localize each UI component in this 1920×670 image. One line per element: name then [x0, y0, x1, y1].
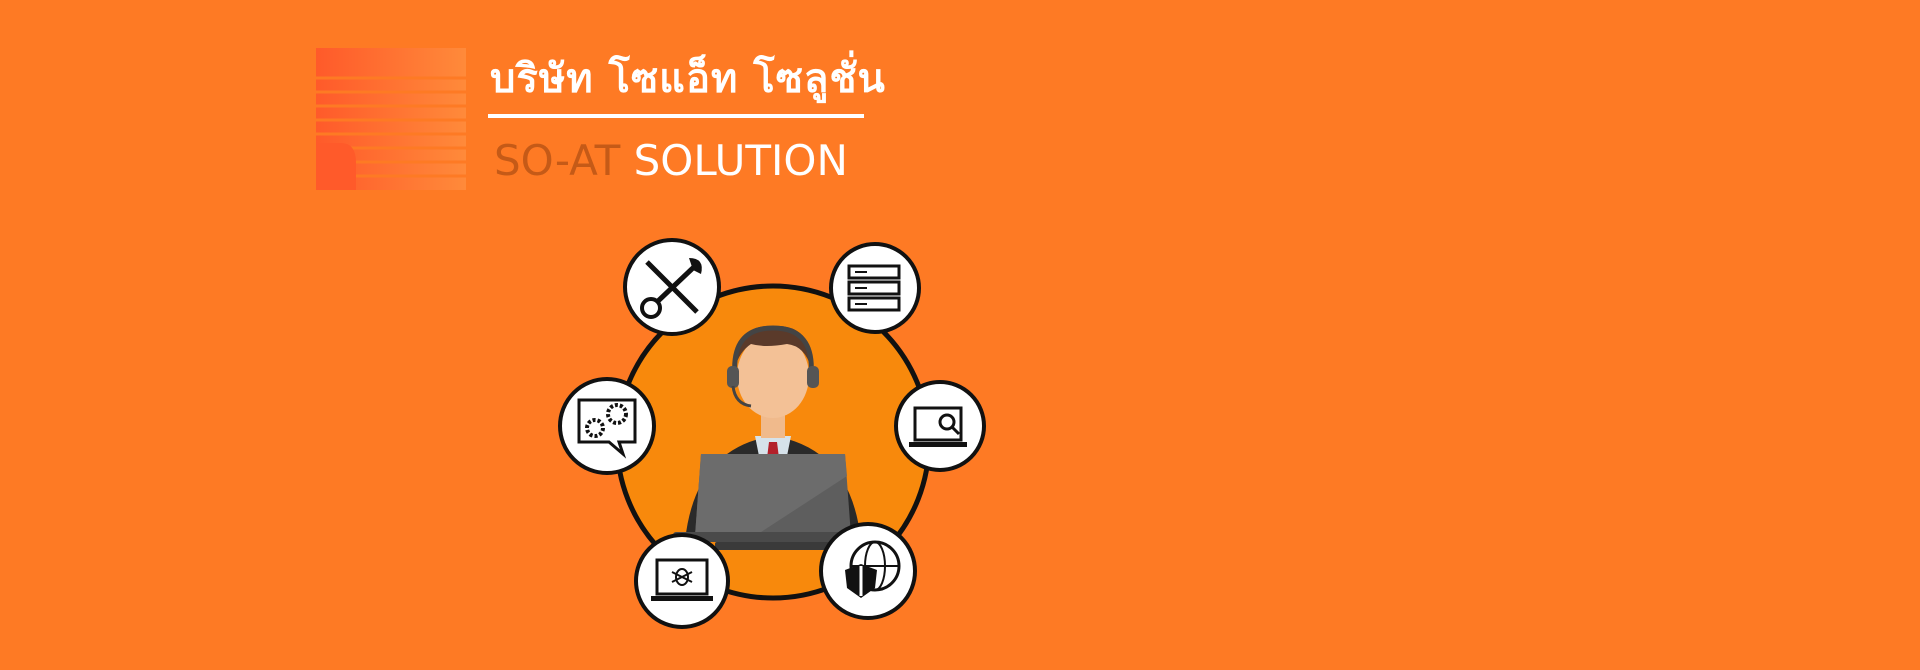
support-agent — [673, 325, 873, 550]
server-icon — [829, 242, 921, 334]
company-logo — [316, 48, 466, 190]
laptop-search-icon — [894, 380, 986, 472]
brand-part-solution: SOLUTION — [633, 136, 848, 185]
tools-icon — [623, 238, 721, 336]
globe-shield-icon — [819, 522, 917, 620]
company-name-thai: บริษัท โซแอ็ท โซลูชั่น — [490, 56, 886, 102]
brand-part-so-at: SO-AT — [494, 136, 621, 185]
divider — [488, 114, 864, 118]
gears-chat-icon — [558, 377, 656, 475]
company-name-english: SO-AT SOLUTION — [494, 136, 848, 185]
laptop-bug-icon — [634, 533, 730, 629]
support-illustration — [558, 238, 986, 629]
